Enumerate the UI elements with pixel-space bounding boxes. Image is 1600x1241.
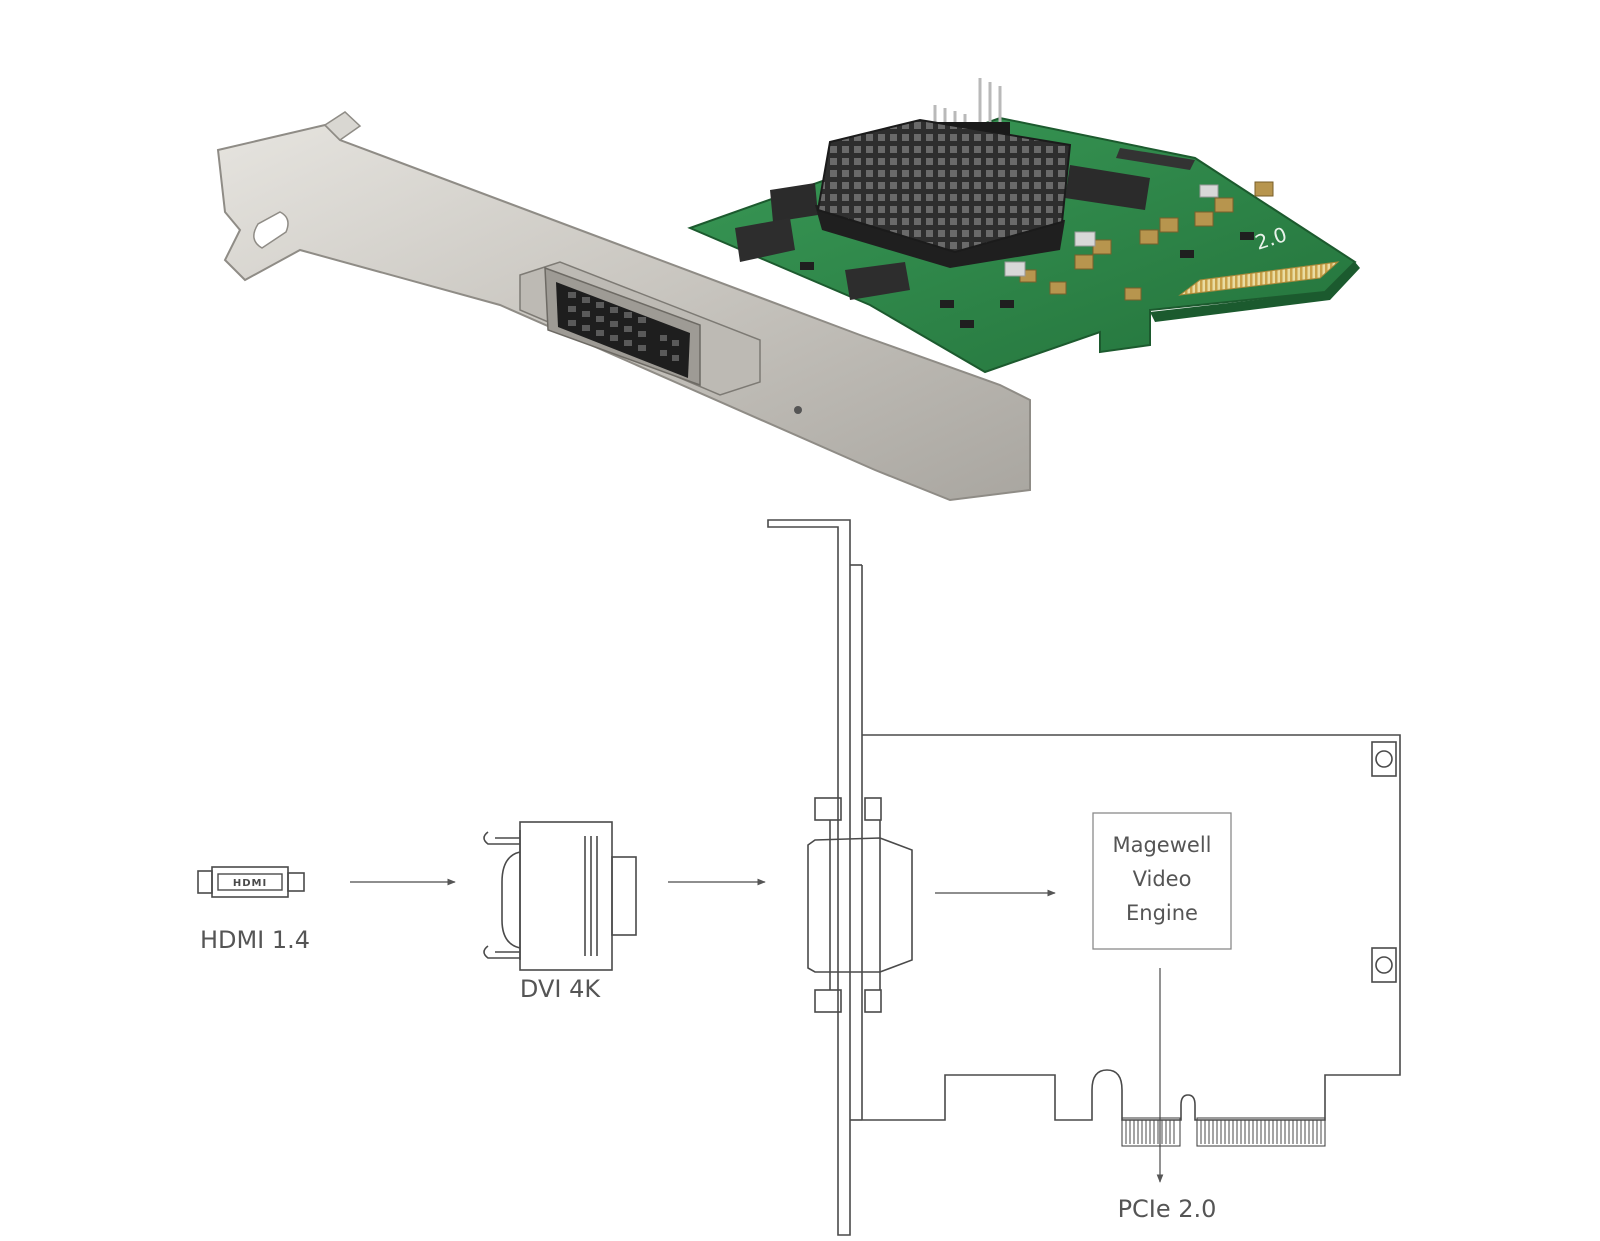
dvi-cable-connector-icon bbox=[483, 821, 637, 971]
heatsink bbox=[815, 118, 1072, 268]
pcie-label: PCIe 2.0 bbox=[1118, 1195, 1217, 1223]
chip bbox=[1116, 148, 1195, 170]
engine-label-line-3: Engine bbox=[1126, 901, 1198, 925]
chip bbox=[845, 262, 910, 300]
engine-label-line-2: Video bbox=[1133, 867, 1192, 891]
signal-flow-diagram: HDMI HDMI 1.4 DVI 4K bbox=[197, 519, 1401, 1236]
hdmi-icon-text: HDMI bbox=[233, 878, 267, 889]
pcie-edge-connector bbox=[1150, 262, 1360, 322]
engine-label-line-1: Magewell bbox=[1112, 833, 1211, 857]
bracket-outline bbox=[767, 519, 863, 1236]
hdmi-label: HDMI 1.4 bbox=[200, 926, 310, 954]
pcb-outline bbox=[862, 734, 1401, 1147]
video-engine-box bbox=[1092, 812, 1232, 950]
hdmi-connector-icon: HDMI bbox=[197, 866, 305, 898]
metal-bracket bbox=[216, 111, 1031, 502]
dvi-port-outline bbox=[807, 797, 913, 1013]
chip bbox=[770, 183, 818, 222]
chip bbox=[735, 218, 795, 262]
pcie-edge-fingers bbox=[1121, 1117, 1326, 1147]
dvi-connector bbox=[519, 261, 761, 396]
chip bbox=[1065, 165, 1150, 210]
dvi-label: DVI 4K bbox=[520, 975, 601, 1003]
card-photo: 2.0 bbox=[216, 78, 1360, 502]
